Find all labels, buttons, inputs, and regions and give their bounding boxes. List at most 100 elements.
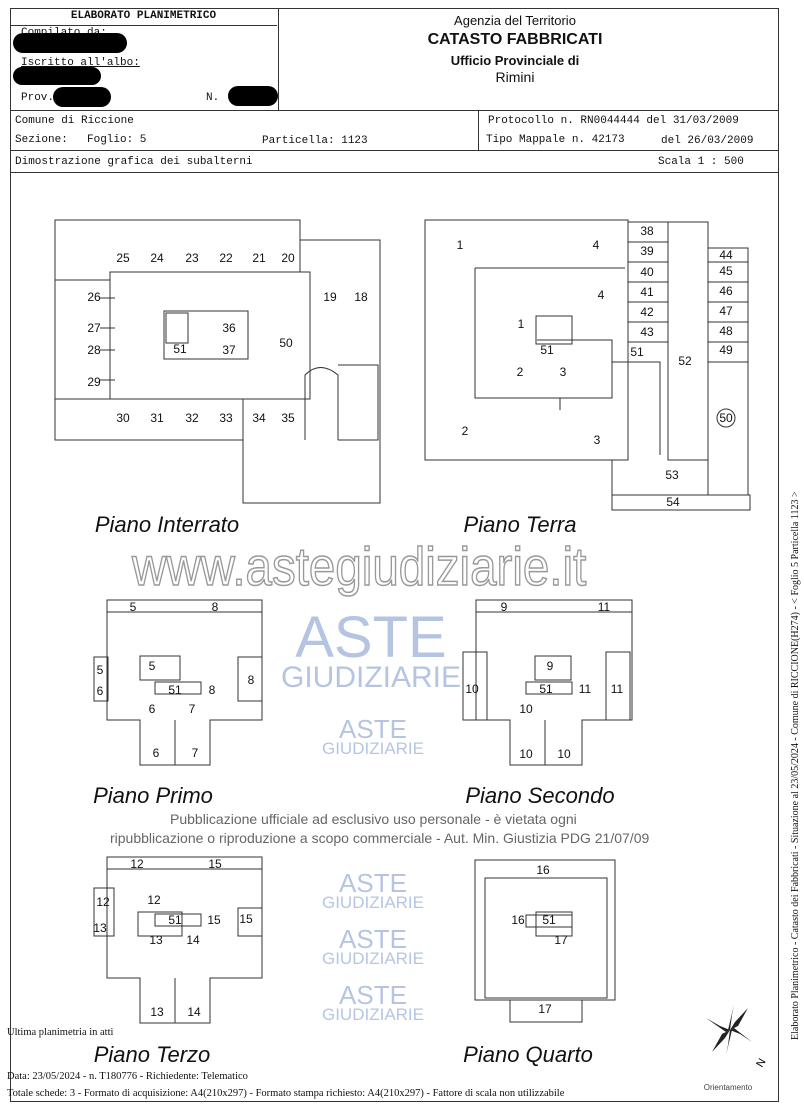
unit-label-quarto: 17 — [538, 1002, 552, 1016]
unit-label-terra: 50 — [719, 411, 733, 425]
unit-label-interrato: 30 — [116, 411, 130, 425]
plan-terzo — [93, 856, 263, 1024]
compass-rose-icon — [706, 1005, 752, 1055]
watermark-brand-bottom: GIUDIZIARIE — [321, 949, 424, 969]
watermark-brand-top: ASTE — [339, 980, 407, 1010]
unit-label-interrato: 32 — [185, 411, 199, 425]
unit-label-terzo: 15 — [207, 913, 221, 927]
protocollo: Protocollo n. RN0044444 del 31/03/2009 — [488, 115, 739, 127]
unit-label-secondo: 9 — [547, 659, 554, 673]
comune: Comune di Riccione — [15, 115, 134, 127]
unit-label-terzo: 13 — [150, 1005, 164, 1019]
unit-label-interrato: 23 — [185, 251, 199, 265]
floor-title-quarto: Piano Quarto — [463, 1042, 593, 1067]
watermark-brand-bottom: GIUDIZIARIE — [321, 893, 424, 913]
unit-label-secondo: 11 — [579, 682, 592, 696]
unit-label-terra: 52 — [678, 354, 692, 368]
unit-label-primo: 6 — [149, 702, 156, 716]
unit-label-interrato: 18 — [354, 290, 368, 304]
tipo-mappale: Tipo Mappale n. 42173 — [486, 134, 625, 146]
watermark-notice-line1: Pubblicazione ufficiale ad esclusivo uso… — [170, 811, 577, 827]
unit-label-secondo: 9 — [501, 600, 508, 614]
watermark-brand-top: ASTE — [339, 868, 407, 898]
redacted-number — [228, 86, 278, 106]
plan-terra — [424, 219, 751, 511]
unit-label-interrato: 51 — [173, 342, 187, 356]
unit-label-interrato: 37 — [222, 343, 236, 357]
unit-label-interrato: 36 — [222, 321, 236, 335]
watermark-brand-bottom: GIUDIZIARIE — [321, 1005, 424, 1025]
unit-label-interrato: 33 — [219, 411, 233, 425]
unit-label-primo: 7 — [192, 746, 199, 760]
unit-label-terra: 51 — [630, 345, 644, 359]
office-city: Rimini — [495, 69, 535, 85]
floor-title-primo: Piano Primo — [93, 783, 213, 808]
form-title: ELABORATO PLANIMETRICO — [70, 10, 217, 22]
plan-quarto — [474, 859, 616, 1023]
compass-north-letter: N — [754, 1057, 768, 1070]
unit-label-terra: 43 — [640, 325, 654, 339]
footer-last-plan: Ultima planimetria in atti — [7, 1027, 114, 1038]
unit-label-interrato: 28 — [87, 343, 101, 357]
unit-label-primo: 6 — [153, 746, 160, 760]
number-label: N. — [206, 92, 220, 104]
scale: Scala 1 : 500 — [658, 156, 744, 168]
registry-name: CATASTO FABBRICATI — [427, 31, 603, 48]
floor-title-terra: Piano Terra — [464, 512, 577, 537]
description-row — [10, 150, 779, 173]
sezione: Sezione: — [15, 134, 68, 146]
watermark-brand-top: ASTE — [295, 605, 447, 670]
unit-label-terra: 48 — [719, 324, 733, 338]
page-frame — [10, 8, 779, 1102]
unit-label-terra: 1 — [518, 317, 525, 331]
floor-title-interrato: Piano Interrato — [95, 512, 239, 537]
unit-label-secondo: 10 — [519, 747, 533, 761]
unit-label-terra: 44 — [719, 248, 733, 262]
unit-label-terra: 51 — [540, 343, 554, 357]
redacted-registration — [13, 67, 101, 85]
unit-label-interrato: 50 — [279, 336, 293, 350]
unit-label-interrato: 29 — [87, 375, 101, 389]
unit-label-terra: 40 — [640, 265, 654, 279]
unit-label-terra: 4 — [593, 238, 600, 252]
unit-label-interrato: 25 — [116, 251, 130, 265]
unit-label-terra: 2 — [517, 365, 524, 379]
unit-label-secondo: 11 — [611, 682, 624, 696]
watermark-brand-bottom: GIUDIZIARIE — [280, 661, 461, 695]
unit-label-primo: 5 — [130, 600, 137, 614]
unit-label-terra: 3 — [560, 365, 567, 379]
unit-label-terzo: 51 — [168, 913, 182, 927]
foglio: Foglio: 5 — [87, 134, 147, 146]
unit-label-terzo: 12 — [147, 893, 161, 907]
unit-label-terra: 42 — [640, 305, 654, 319]
unit-label-terra: 1 — [457, 238, 464, 252]
unit-label-interrato: 34 — [252, 411, 266, 425]
unit-label-terzo: 15 — [208, 857, 222, 871]
prov-label: Prov. — [21, 92, 55, 104]
unit-label-quarto: 16 — [511, 913, 525, 927]
unit-label-primo: 7 — [189, 702, 196, 716]
unit-label-terra: 41 — [640, 285, 654, 299]
agency-name: Agenzia del Territorio — [454, 13, 576, 28]
watermark-brand-top: ASTE — [339, 714, 407, 744]
unit-label-primo: 8 — [209, 683, 216, 697]
unit-label-terra: 54 — [666, 495, 680, 509]
description: Dimostrazione grafica dei subalterni — [15, 156, 253, 168]
side-caption: Elaborato Planimetrico - Catasto dei Fab… — [790, 491, 801, 1040]
unit-label-primo: 5 — [97, 663, 104, 677]
unit-label-terzo: 15 — [239, 912, 253, 926]
unit-label-terra: 3 — [594, 433, 601, 447]
unit-label-quarto: 16 — [536, 863, 550, 877]
unit-label-interrato: 27 — [87, 321, 101, 335]
unit-label-terzo: 13 — [93, 921, 107, 935]
footer-format-info: Totale schede: 3 - Formato di acquisizio… — [7, 1088, 565, 1099]
unit-label-primo: 8 — [212, 600, 219, 614]
unit-label-secondo: 11 — [598, 600, 611, 614]
unit-label-interrato: 26 — [87, 290, 101, 304]
registered-label: Iscritto all'albo: — [21, 57, 140, 69]
unit-label-interrato: 22 — [219, 251, 233, 265]
floor-title-terzo: Piano Terzo — [94, 1042, 211, 1067]
